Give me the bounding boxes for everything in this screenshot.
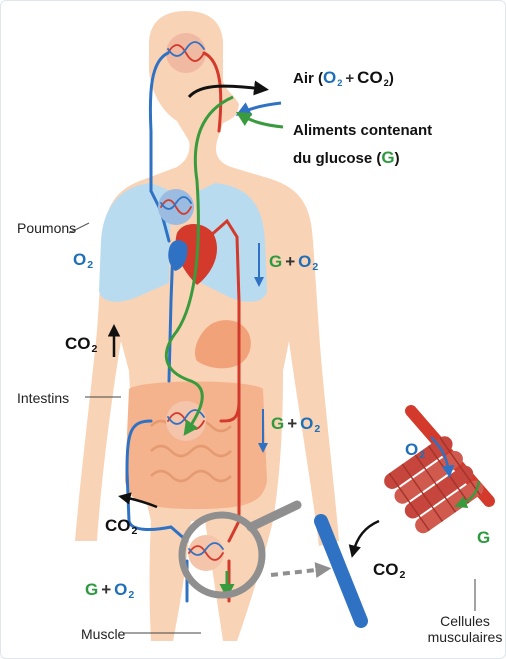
intestines-icon <box>125 382 267 510</box>
o2-zoom-label: O2 <box>405 441 425 458</box>
g-o2-upper-label: G+O2 <box>269 253 318 270</box>
co2-lungs-label: CO2 <box>65 335 97 352</box>
air-label: Air (O2+CO2) <box>293 69 394 86</box>
muscle-label: Muscle <box>81 627 125 641</box>
poumons-label: Poumons <box>17 221 76 235</box>
g-o2-middle-label: G+O2 <box>271 415 320 432</box>
co2-zoom-label: CO2 <box>373 561 405 578</box>
g-o2-lower-label: G+O2 <box>85 581 134 598</box>
intestins-label: Intestins <box>17 391 69 405</box>
g-zoom-label: G <box>477 529 490 546</box>
co2-lower-label: CO2 <box>105 517 137 534</box>
food-label-line1: Aliments contenant <box>293 123 432 138</box>
air-in-arrow <box>241 103 281 113</box>
food-in-arrow <box>241 115 283 127</box>
o2-lungs-label: O2 <box>73 251 93 268</box>
food-label-line2: du glucose (G) <box>293 149 400 166</box>
